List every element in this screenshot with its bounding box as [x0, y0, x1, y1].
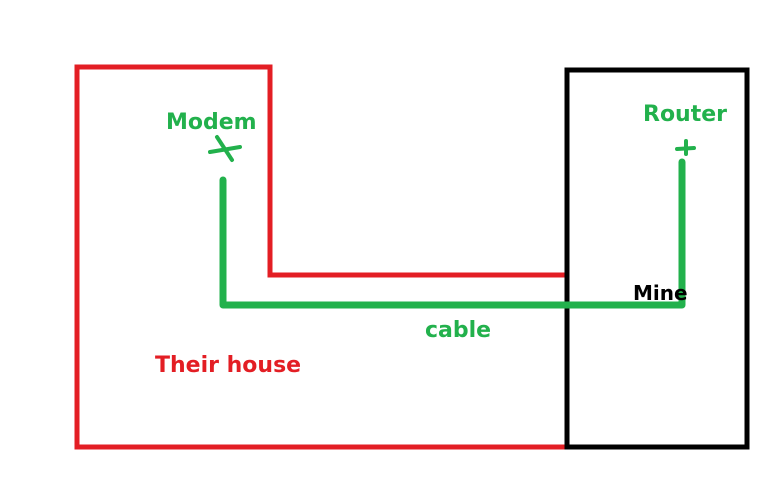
my-house-outline — [564, 67, 750, 450]
cable-label: cable — [425, 318, 491, 343]
their-house-label: Their house — [155, 353, 301, 378]
their-house-outline — [74, 64, 570, 450]
router-label: Router — [643, 102, 727, 127]
cable-line — [219, 176, 686, 309]
mine-label: Mine — [633, 281, 688, 305]
router-port-icon — [675, 139, 696, 156]
modem-label: Modem — [166, 110, 257, 135]
modem-port-icon — [208, 135, 242, 162]
